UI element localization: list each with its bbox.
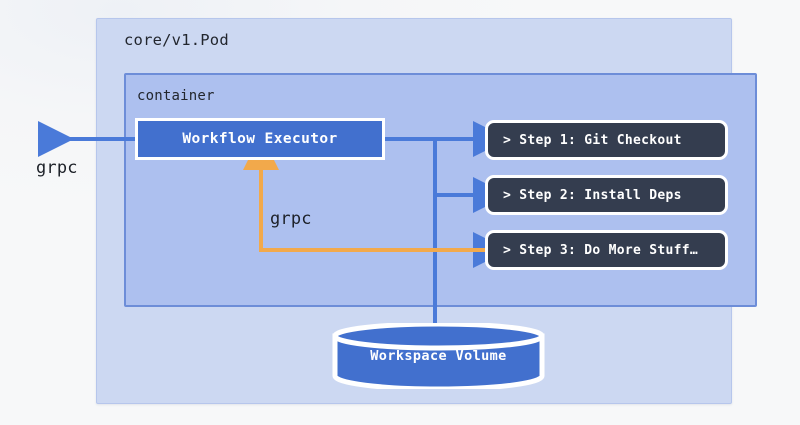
pod-label: core/v1.Pod [124,31,229,49]
step-node-2-label: > Step 2: Install Deps [503,187,682,203]
step-node-3-label: > Step 3: Do More Stuff… [503,242,699,258]
step-node-1[interactable]: > Step 1: Git Checkout [485,120,728,160]
step-node-3[interactable]: > Step 3: Do More Stuff… [485,230,728,270]
step-node-1-label: > Step 1: Git Checkout [503,132,682,148]
workflow-executor-label: Workflow Executor [182,131,338,147]
container-label: container [137,88,215,104]
edge-label-grpc-outbound: grpc [36,158,78,178]
workspace-volume-node[interactable] [332,323,545,389]
workflow-executor-node[interactable]: Workflow Executor [135,118,385,160]
step-node-2[interactable]: > Step 2: Install Deps [485,175,728,215]
edge-label-grpc-return: grpc [270,209,312,229]
